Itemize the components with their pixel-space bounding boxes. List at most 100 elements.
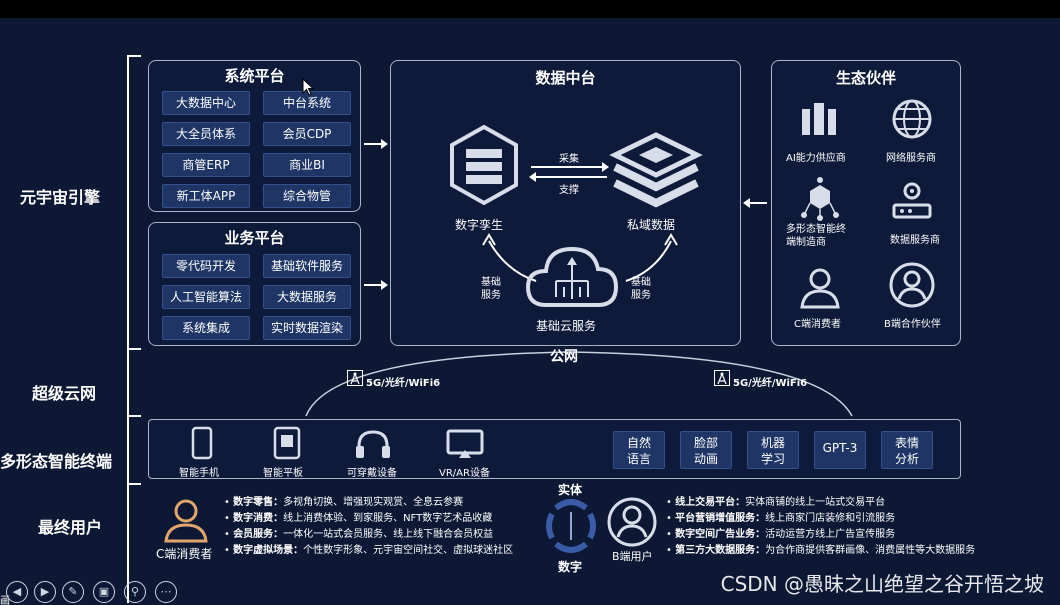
mouse-cursor-icon: [302, 78, 315, 96]
b-user-label: B端用户: [612, 550, 653, 563]
cloud-curve-arrows: [482, 233, 678, 282]
arrow-system-to-data: [364, 139, 388, 149]
system-platform-panel: 系统平台 大数据中心 中台系统 大全员体系 会员CDP 商管ERP 商业BI 新…: [148, 60, 361, 212]
entity-label: 实体: [558, 483, 583, 497]
person-icon: [800, 268, 840, 309]
collect-arrow: [531, 162, 609, 172]
digital-twin-icon: [450, 124, 518, 206]
system-item-3[interactable]: 会员CDP: [263, 122, 351, 146]
support-label: 支撑: [559, 185, 579, 196]
device-label-2: 可穿戴设备: [347, 468, 397, 479]
slides-button[interactable]: ▣: [93, 581, 115, 603]
network-tag-left: 5G/光纤/WiFi6: [366, 378, 441, 389]
public-network-arc: [305, 351, 853, 417]
eco-label-5: B端合作伙伴: [884, 319, 941, 330]
data-platform-title: 数据中台: [535, 69, 596, 87]
digital-twin-label: 数字孪生: [455, 218, 504, 232]
system-platform-title: 系统平台: [224, 67, 285, 85]
business-item-5[interactable]: 实时数据渲染: [263, 316, 351, 340]
collect-label: 采集: [559, 154, 579, 165]
next-button[interactable]: ▶: [34, 581, 56, 603]
c-bullet-0: • 数字零售：多视角切换、增强现实观赏、全息云参赛: [224, 497, 464, 508]
arrow-business-to-data: [364, 280, 388, 290]
business-item-4[interactable]: 系统集成: [162, 316, 250, 340]
business-item-2[interactable]: 人工智能算法: [162, 285, 250, 309]
zoom-button[interactable]: ⚲: [124, 581, 146, 603]
tech-machine-learning[interactable]: 机器 学习: [747, 431, 799, 469]
bracket-tick-top: [127, 55, 141, 57]
cloud-service-icon: [525, 246, 619, 307]
c-user-icon: [164, 499, 208, 543]
label-users: 最终用户: [38, 518, 103, 537]
cloud-service-label: 基础云服务: [536, 319, 597, 333]
tech-expression-analysis[interactable]: 表情 分析: [881, 431, 933, 469]
digital-label: 数字: [558, 560, 583, 574]
system-item-1[interactable]: 中台系统: [263, 91, 351, 115]
private-data-icon: [609, 132, 703, 208]
b-user-bullets: • 线上交易平台：实体商铺的线上一站式交易平台 • 平台营销增值服务：线上商家门…: [666, 495, 975, 559]
smartphone-icon: [191, 426, 213, 460]
business-item-0[interactable]: 零代码开发: [162, 254, 250, 278]
c-user-label: C端消费者: [156, 547, 213, 561]
device-label-1: 智能平板: [263, 468, 303, 479]
bracket-tick-engine: [127, 348, 141, 350]
person-circle-icon: [889, 262, 935, 308]
c-user-bullets: • 数字零售：多视角切换、增强现实观赏、全息云参赛 • 数字消费：线上消费体验、…: [224, 495, 513, 559]
base-service-left-label: 基础 服务: [481, 277, 501, 301]
eco-label-1: 网络服务商: [886, 153, 936, 164]
terminals-panel: 智能手机 智能平板 可穿戴设备 VR/AR设备 自然 语言 脸部 动画 机器 学…: [148, 419, 961, 479]
b-bullet-1: • 平台营销增值服务：线上商家门店装修和引流服务: [666, 513, 896, 524]
entity-digital-cycle-icon: [546, 499, 596, 553]
system-item-0[interactable]: 大数据中心: [162, 91, 250, 115]
eco-label-0: AI能力供应商: [786, 153, 846, 164]
private-data-label: 私域数据: [627, 218, 676, 232]
server-gear-icon: [892, 182, 932, 219]
c-bullet-1: • 数字消费：线上消费体验、到家服务、NFT数字艺术品收藏: [224, 513, 493, 524]
globe-icon: [892, 99, 932, 139]
eco-label-2: 多形态智能终 端制造商: [786, 224, 846, 248]
csdn-watermark: CSDN @愚昧之山绝望之谷开悟之坡: [720, 572, 1044, 596]
c-bullet-2: • 会员服务：一体化一站式会员服务、线上线下融合会员权益: [224, 529, 494, 540]
bracket-vertical: [127, 55, 129, 603]
cube-network-icon: [801, 177, 839, 221]
tech-natural-language[interactable]: 自然 语言: [613, 431, 665, 469]
prev-button[interactable]: ◀: [6, 581, 28, 603]
device-label-0: 智能手机: [179, 468, 219, 479]
support-arrow: [529, 172, 607, 182]
signal-tower-icon-right: [714, 370, 730, 386]
ecosystem-panel: 生态伙伴 AI能力供应商 网络服务商 多形态智能终 端制造商 数据服务商 C端消: [771, 60, 961, 346]
wearable-headphones-icon: [356, 430, 390, 458]
ai-building-icon: [802, 103, 836, 135]
label-terminal: 多形态智能终端: [0, 452, 113, 471]
b-bullet-0: • 线上交易平台：实体商铺的线上一站式交易平台: [666, 497, 886, 508]
more-button[interactable]: ⋯: [155, 581, 177, 603]
signal-tower-icon-left: [347, 370, 363, 386]
public-network-label: 公网: [550, 349, 578, 365]
tablet-icon: [273, 426, 301, 460]
tech-face-animation[interactable]: 脸部 动画: [680, 431, 732, 469]
bottom-left-text: 画: [0, 596, 10, 605]
tech-gpt3[interactable]: GPT-3: [814, 431, 866, 469]
system-item-6[interactable]: 新工体APP: [162, 184, 250, 208]
device-label-3: VR/AR设备: [439, 468, 490, 479]
business-item-1[interactable]: 基础软件服务: [263, 254, 351, 278]
system-item-4[interactable]: 商管ERP: [162, 153, 250, 177]
bracket-tick-terminal: [127, 483, 141, 485]
business-item-3[interactable]: 大数据服务: [263, 285, 351, 309]
vr-ar-icon: [446, 429, 484, 458]
network-tag-right: 5G/光纤/WiFi6: [733, 378, 808, 389]
c-bullet-3: • 数字虚拟场景：个性数字形象、元宇宙空间社交、虚拟球迷社区: [224, 545, 514, 556]
label-cloud: 超级云网: [32, 384, 97, 403]
top-black-bar: [0, 0, 1060, 18]
eco-label-4: C端消费者: [794, 319, 841, 330]
ecosystem-title: 生态伙伴: [835, 69, 896, 87]
pen-button[interactable]: ✎: [62, 581, 84, 603]
data-platform-panel: 数据中台 数字孪生 私域数据 采集 支撑 基础 服务 基础 服务 基础云: [390, 60, 741, 346]
eco-label-3: 数据服务商: [890, 235, 940, 246]
system-item-2[interactable]: 大全员体系: [162, 122, 250, 146]
system-item-5[interactable]: 商业BI: [263, 153, 351, 177]
bracket-tick-cloud: [127, 415, 141, 417]
system-item-7[interactable]: 综合物管: [263, 184, 351, 208]
label-engine: 元宇宙引擎: [20, 188, 101, 207]
business-platform-title: 业务平台: [224, 229, 285, 247]
